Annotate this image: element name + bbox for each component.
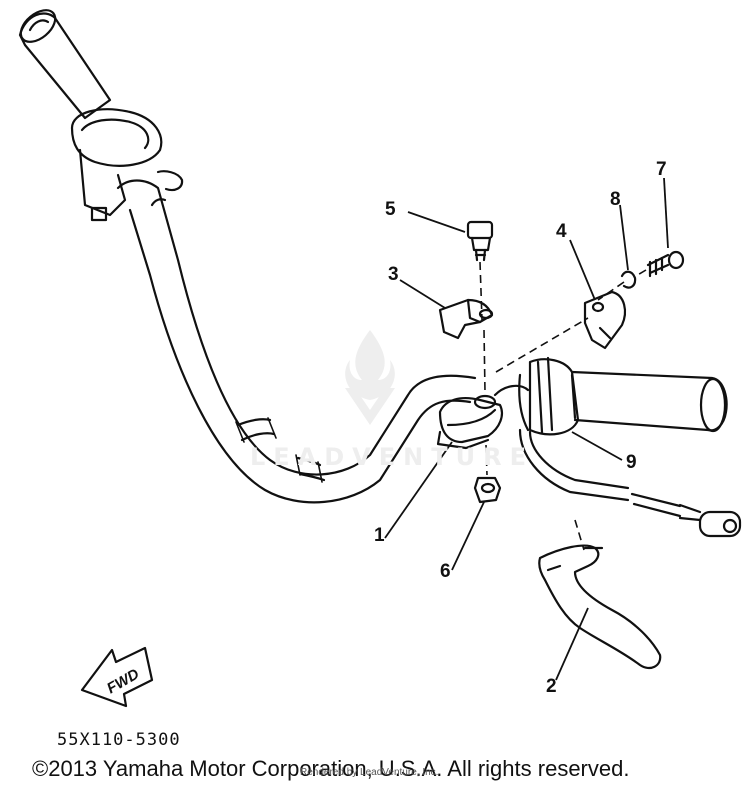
part-code: 55X110-5300	[57, 730, 181, 750]
cable	[518, 428, 742, 538]
rendered-by-note: Rendered by LeadVenture, Inc.	[300, 767, 439, 778]
part-8-washer	[620, 270, 637, 289]
part-5-bolt	[466, 220, 494, 262]
part-6-nut	[473, 476, 502, 504]
fwd-arrow	[80, 646, 154, 708]
left-switch-housing	[70, 108, 184, 222]
callout-4: 4	[556, 221, 567, 242]
watermark-logo	[345, 330, 395, 425]
part-3-bracket	[438, 298, 494, 340]
leader-lines	[384, 177, 669, 681]
part-2-lever	[538, 544, 662, 670]
callout-3: 3	[388, 264, 399, 285]
copyright-notice: ©2013 Yamaha Motor Corporation, U.S.A. A…	[32, 756, 630, 781]
part-4-clamp	[583, 290, 627, 350]
callout-1: 1	[374, 525, 385, 546]
handlebar-tube	[116, 179, 477, 504]
callout-7: 7	[656, 159, 667, 180]
watermark-text: LEADVENTURE	[250, 443, 534, 471]
part-7-screw	[646, 250, 685, 278]
left-grip	[18, 9, 112, 120]
callout-9: 9	[626, 452, 637, 473]
assembly-lines	[479, 261, 647, 551]
callout-8: 8	[610, 189, 621, 210]
part-1-master-cylinder	[436, 384, 530, 450]
callout-6: 6	[440, 561, 451, 582]
callout-2: 2	[546, 676, 557, 697]
part-9-grip-assembly	[518, 356, 728, 436]
callout-5: 5	[385, 199, 396, 220]
